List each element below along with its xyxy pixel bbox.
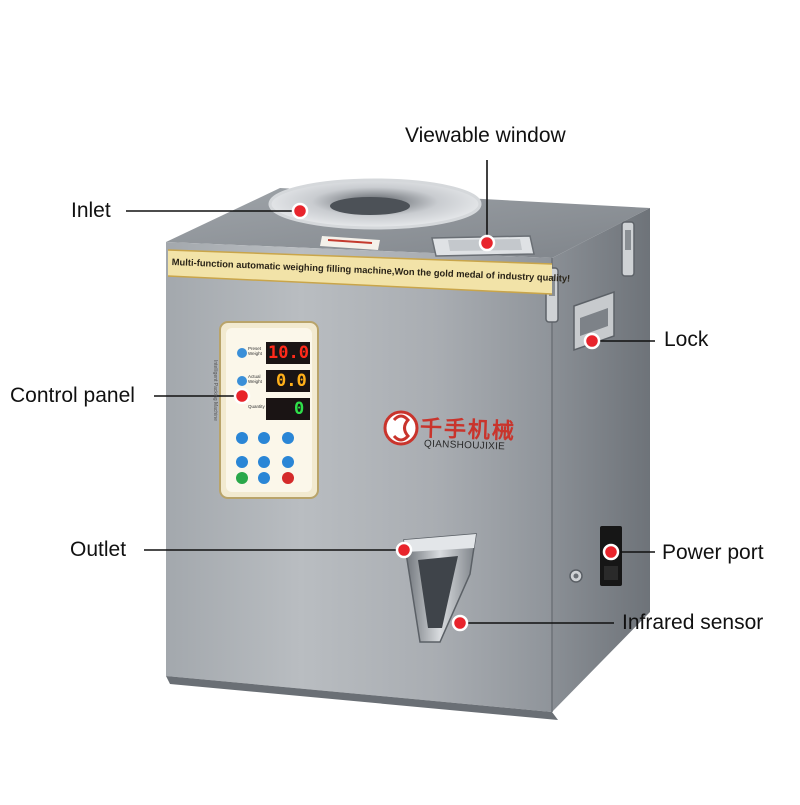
actual-weight-label: Actual Weight bbox=[248, 374, 262, 384]
marker-lock bbox=[583, 332, 601, 350]
marker-control-panel bbox=[233, 387, 251, 405]
label-inlet: Inlet bbox=[71, 199, 111, 222]
display-actual-weight bbox=[266, 370, 310, 392]
marker-infrared-sensor bbox=[451, 614, 469, 632]
warning-label bbox=[320, 236, 380, 250]
label-infrared-sensor: Infrared sensor bbox=[622, 611, 764, 634]
panel-button[interactable] bbox=[237, 348, 247, 358]
lock-clasp-back bbox=[621, 221, 635, 277]
panel-button[interactable] bbox=[282, 432, 294, 444]
label-power-port: Power port bbox=[662, 541, 764, 564]
control-panel bbox=[219, 321, 319, 499]
display-preset-weight bbox=[266, 342, 310, 364]
marker-power-port bbox=[602, 543, 620, 561]
quantity-label: Quantity bbox=[248, 404, 265, 409]
outlet-chute bbox=[403, 533, 477, 643]
panel-button[interactable] bbox=[237, 376, 247, 386]
label-outlet: Outlet bbox=[70, 538, 127, 561]
panel-button[interactable] bbox=[258, 456, 270, 468]
quantity-value: 0 bbox=[294, 399, 305, 419]
bolt bbox=[569, 569, 583, 583]
callout-lines bbox=[126, 160, 655, 624]
start-button[interactable] bbox=[236, 472, 248, 484]
panel-title: Intelligent Packing Machine bbox=[212, 360, 218, 421]
banner-strip bbox=[167, 249, 553, 295]
panel-button[interactable] bbox=[236, 456, 248, 468]
callout-markers bbox=[233, 202, 620, 632]
panel-button[interactable] bbox=[282, 456, 294, 468]
preset-weight-value: 10.0 bbox=[268, 343, 309, 363]
panel-button[interactable] bbox=[258, 472, 270, 484]
actual-weight-value: 0.0 bbox=[276, 371, 307, 391]
label-viewable-window: Viewable window bbox=[405, 124, 566, 147]
side-handle bbox=[573, 290, 615, 352]
marker-inlet bbox=[291, 202, 309, 220]
label-control-panel: Control panel bbox=[10, 384, 135, 407]
marker-outlet bbox=[395, 541, 413, 559]
panel-button[interactable] bbox=[258, 432, 270, 444]
inlet-bowl bbox=[268, 178, 482, 230]
label-lock: Lock bbox=[664, 328, 709, 351]
panel-button[interactable] bbox=[236, 432, 248, 444]
display-quantity bbox=[266, 398, 310, 420]
stop-button[interactable] bbox=[282, 472, 294, 484]
preset-weight-label: Preset Weight bbox=[248, 346, 262, 356]
marker-viewable-window bbox=[478, 234, 496, 252]
brand-logo bbox=[383, 410, 419, 446]
